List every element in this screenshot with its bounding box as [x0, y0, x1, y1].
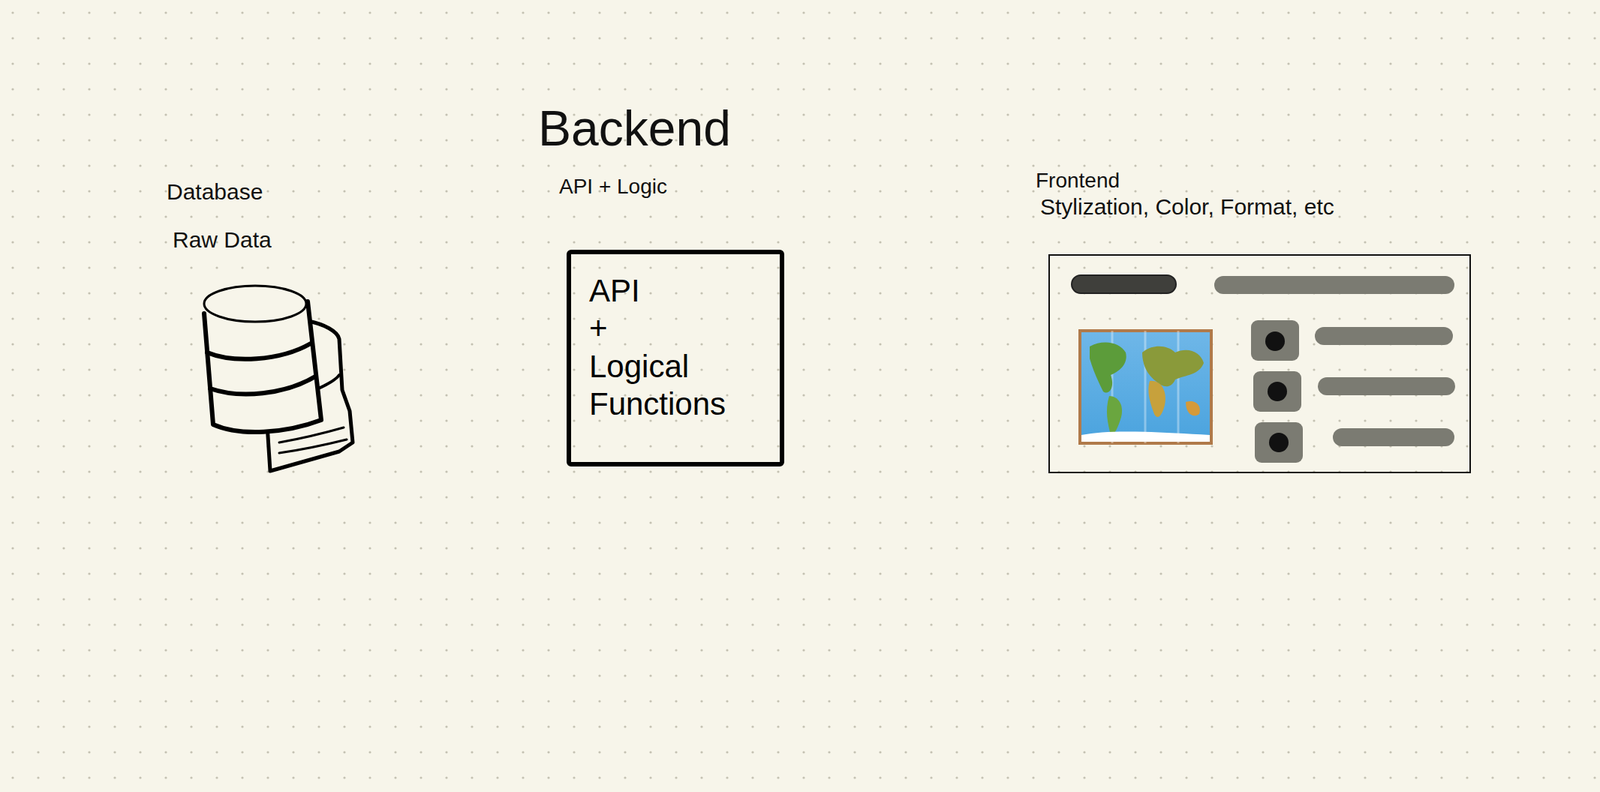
ui-mockup — [1071, 275, 1456, 464]
node-subheading: Stylization, Color, Format, etc — [1040, 193, 1335, 221]
node-heading: Frontend — [1035, 168, 1120, 194]
node-subheading: API + Logic — [559, 174, 668, 200]
ui-mockup-frame — [1048, 254, 1471, 474]
database-illustration — [204, 285, 353, 472]
node-subheading: Raw Data — [172, 226, 272, 254]
node-heading: Database — [166, 178, 263, 206]
box-body-text: API + Logical Functions — [589, 272, 762, 425]
section-heading: Backend — [538, 99, 731, 159]
backend-box: API + Logical Functions — [566, 249, 785, 467]
